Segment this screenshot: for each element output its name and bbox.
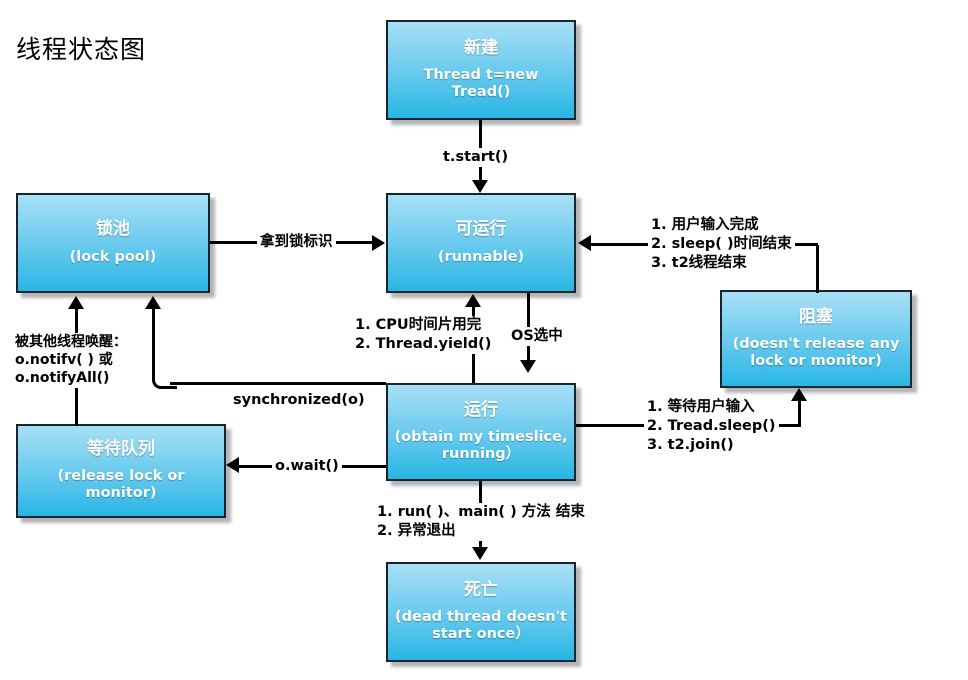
edge-unblock-arrow (578, 235, 591, 251)
page-title: 线程状态图 (16, 35, 147, 64)
edge-block-vline (798, 398, 801, 426)
node-new-title: 新建 (464, 37, 498, 58)
node-dead[interactable]: 死亡 (dead thread doesn't start once） (386, 562, 576, 662)
edge-terminate-arrow (472, 547, 488, 560)
edge-os-select-arrow (520, 360, 536, 373)
edge-label-cpu-yield: 1. CPU时间片用完 2. Thread.yield() (352, 316, 495, 354)
node-running-title: 运行 (464, 399, 498, 420)
node-dead-title: 死亡 (464, 579, 498, 600)
node-blocked[interactable]: 阻塞 (doesn't release any lock or monitor) (720, 290, 912, 388)
node-new[interactable]: 新建 Thread t=new Tread() (386, 20, 576, 120)
edge-sync-corner (152, 366, 177, 389)
node-runnable-subtitle: (runnable) (437, 248, 525, 265)
node-wait-queue-title: 等待队列 (87, 438, 155, 459)
edge-notify-arrow (68, 296, 84, 309)
edge-label-block: 1. 等待用户输入 2. Tread.sleep() 3. t2.join() (644, 398, 779, 455)
edge-sync-arrow (145, 296, 161, 309)
node-wait-queue-subtitle: (release lock or monitor) (57, 468, 185, 502)
edge-unblock-vline (816, 245, 819, 293)
node-dead-subtitle: (dead thread doesn't start once） (394, 609, 567, 643)
node-blocked-subtitle: (doesn't release any lock or monitor) (732, 336, 900, 370)
edge-label-wait: o.wait() (272, 457, 342, 476)
edge-start-arrow (472, 180, 488, 193)
edge-get-lock-arrow (372, 235, 385, 251)
edge-label-synchronized: synchronized(o) (230, 391, 368, 410)
edge-label-notify: 被其他线程唤醒： o.notifv( ) 或 o.notifyAll() (12, 333, 130, 388)
node-runnable[interactable]: 可运行 (runnable) (386, 193, 576, 293)
node-lock-pool[interactable]: 锁池 (lock pool) (16, 193, 210, 293)
edge-sync-vline (152, 308, 155, 376)
edge-sync-hline (170, 382, 386, 385)
node-running[interactable]: 运行 (obtain my timeslice, running） (386, 383, 576, 481)
node-running-subtitle: (obtain my timeslice, running） (394, 429, 568, 463)
edge-block-arrow (791, 388, 807, 401)
node-blocked-title: 阻塞 (799, 306, 833, 327)
edge-cpu-yield-arrow (465, 294, 481, 307)
edge-label-unblock: 1. 用户输入完成 2. sleep( )时间结束 3. t2线程结束 (648, 216, 795, 273)
edge-label-get-lock: 拿到锁标识 (257, 233, 336, 252)
node-wait-queue[interactable]: 等待队列 (release lock or monitor) (16, 424, 226, 518)
edge-label-terminate: 1. run( )、main( ) 方法 结束 2. 异常退出 (374, 503, 588, 541)
node-new-subtitle: Thread t=new Tread() (423, 67, 539, 101)
node-runnable-title: 可运行 (455, 219, 507, 240)
edge-label-start: t.start() (440, 148, 512, 167)
edge-wait-arrow (226, 457, 239, 473)
node-lock-pool-title: 锁池 (96, 219, 130, 240)
edge-label-os-select: OS选中 (508, 327, 566, 346)
node-lock-pool-subtitle: (lock pool) (69, 248, 157, 265)
